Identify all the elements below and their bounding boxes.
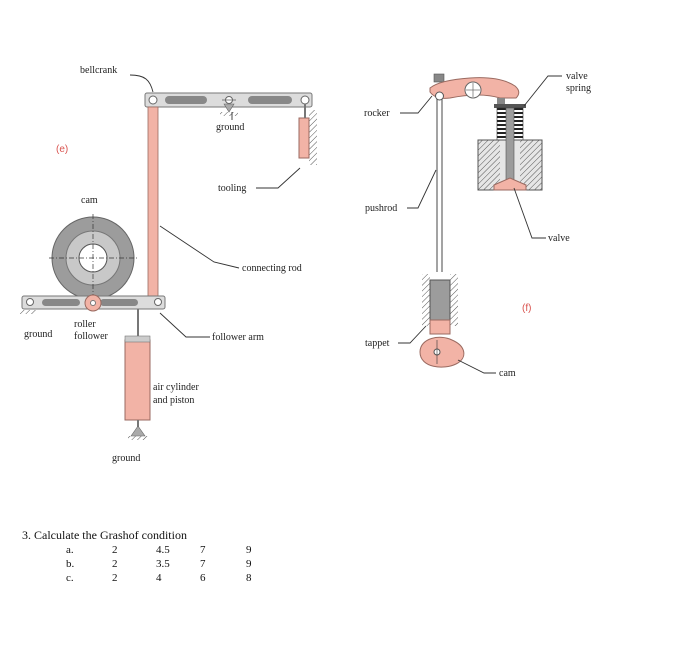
label-cam-f: cam bbox=[499, 368, 516, 379]
tappet bbox=[422, 274, 458, 335]
figure-e-tag: (e) bbox=[56, 144, 68, 155]
value-cell: 9 bbox=[246, 558, 252, 570]
bellcrank-ground bbox=[220, 103, 238, 116]
label-follower: follower bbox=[74, 331, 109, 342]
label-rocker: rocker bbox=[364, 108, 390, 119]
value-cell: 4.5 bbox=[156, 544, 170, 556]
label-tooling: tooling bbox=[218, 183, 246, 194]
figure-f-tag: (f) bbox=[522, 303, 531, 314]
label-air-cylinder: air cylinder bbox=[153, 382, 199, 393]
label-tappet: tappet bbox=[365, 338, 390, 349]
value-cell: 3.5 bbox=[156, 558, 170, 570]
label-bellcrank: bellcrank bbox=[80, 65, 117, 76]
cam-e bbox=[49, 214, 137, 302]
label-ground-left: ground bbox=[24, 329, 52, 340]
value-cell: 8 bbox=[246, 572, 252, 584]
row-label: c. bbox=[66, 572, 74, 584]
question-table: a. 2 4.5 7 9 b. 2 3.5 7 9 c. 2 4 6 8 bbox=[66, 543, 276, 585]
label-roller: roller bbox=[74, 319, 96, 330]
value-cell: 4 bbox=[156, 572, 162, 584]
label-ground-bottom: ground bbox=[112, 453, 140, 464]
value-cell: 7 bbox=[200, 558, 206, 570]
label-valve: valve bbox=[548, 233, 570, 244]
row-label: a. bbox=[66, 544, 74, 556]
air-cylinder bbox=[124, 309, 151, 440]
valve-assembly bbox=[477, 104, 543, 191]
table-row: b. 2 3.5 7 9 bbox=[66, 557, 276, 571]
label-pushrod: pushrod bbox=[365, 203, 397, 214]
label-follower-arm: follower arm bbox=[212, 332, 264, 343]
question-title: 3. Calculate the Grashof condition bbox=[22, 528, 187, 542]
pushrod bbox=[435, 91, 444, 272]
label-spring: spring bbox=[566, 83, 591, 94]
row-label: b. bbox=[66, 558, 75, 570]
value-cell: 7 bbox=[200, 544, 206, 556]
roller-follower bbox=[84, 294, 102, 312]
table-row: a. 2 4.5 7 9 bbox=[66, 543, 276, 557]
table-row: c. 2 4 6 8 bbox=[66, 571, 276, 585]
label-valve-1: valve bbox=[566, 71, 588, 82]
figure-f: (f) bbox=[364, 71, 591, 379]
rocker-arm bbox=[429, 73, 520, 104]
tooling-slider bbox=[298, 104, 317, 165]
label-connecting-rod: connecting rod bbox=[242, 263, 302, 274]
label-ground-top: ground bbox=[216, 122, 244, 133]
value-cell: 2 bbox=[112, 572, 118, 584]
value-cell: 2 bbox=[112, 544, 118, 556]
grashof-question: 3. Calculate the Grashof condition a. 2 … bbox=[22, 528, 276, 585]
value-cell: 9 bbox=[246, 544, 252, 556]
value-cell: 2 bbox=[112, 558, 118, 570]
connecting-rod bbox=[147, 106, 159, 298]
value-cell: 6 bbox=[200, 572, 206, 584]
ground-left-hatch bbox=[20, 310, 36, 314]
figure-e: (e) bbox=[20, 65, 317, 464]
label-and-piston: and piston bbox=[153, 395, 194, 406]
cam-f bbox=[419, 336, 465, 368]
label-cam-e: cam bbox=[81, 195, 98, 206]
